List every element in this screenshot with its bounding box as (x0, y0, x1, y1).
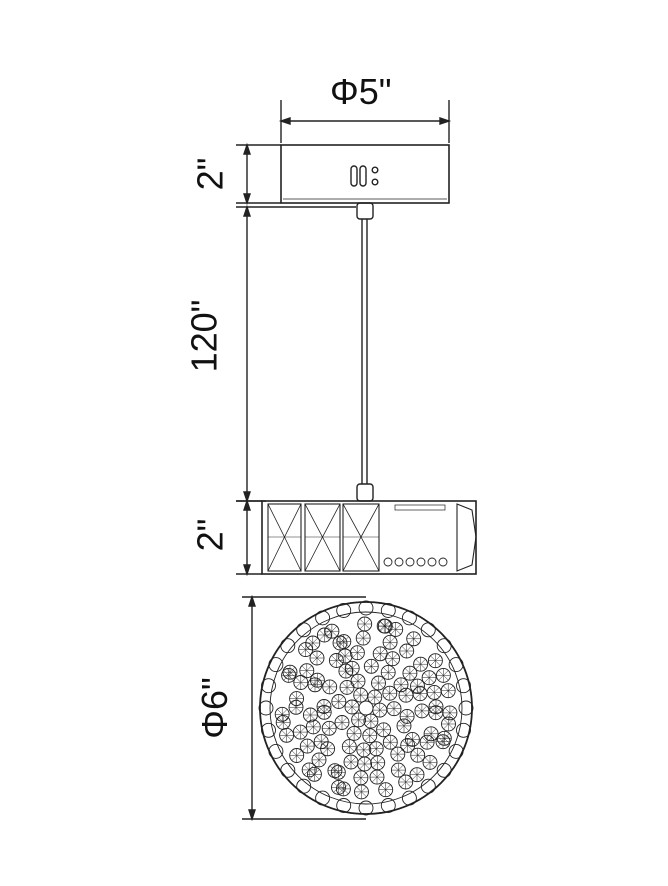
canopy-width-label: Φ5" (330, 71, 392, 112)
shade-diameter-label: Φ6" (193, 677, 235, 739)
shade-side-view (261, 500, 477, 575)
canopy-height-dimension (236, 142, 281, 206)
shade-height-label: 2" (189, 518, 231, 552)
canopy-width-dimension (278, 100, 452, 143)
cable-length-label: 120" (183, 299, 225, 373)
shade-diameter-dimension (242, 594, 366, 822)
cable (356, 202, 374, 502)
canopy-height-label: 2" (189, 157, 231, 191)
canopy (280, 144, 450, 204)
shade-height-dimension (236, 498, 262, 577)
shade-bottom-view (258, 600, 474, 816)
cable-length-dimension (236, 204, 356, 504)
